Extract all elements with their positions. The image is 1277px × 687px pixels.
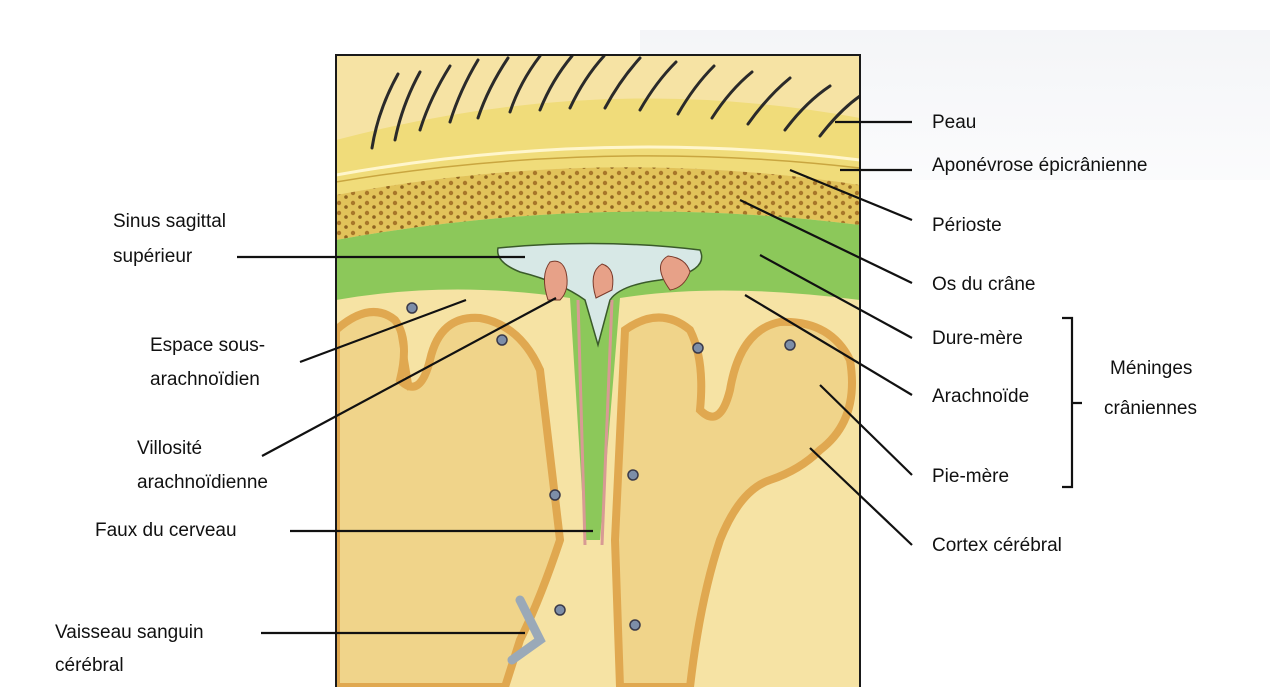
label-peau: Peau <box>932 111 976 134</box>
meninges-bracket <box>1062 318 1082 487</box>
label-meninges-1: Méninges <box>1110 357 1192 380</box>
label-arachnoide: Arachnoïde <box>932 385 1029 408</box>
arachnoid-villus <box>544 261 567 300</box>
label-vaisseau-1: Vaisseau sanguin <box>55 621 204 644</box>
label-villosite-2: arachnoïdienne <box>137 471 268 494</box>
label-pie-mere: Pie-mère <box>932 465 1009 488</box>
label-espace-1: Espace sous- <box>150 334 265 357</box>
label-villosite-1: Villosité <box>137 437 202 460</box>
label-aponevrose: Aponévrose épicrânienne <box>932 154 1148 177</box>
label-espace-2: arachnoïdien <box>150 368 260 391</box>
label-perioste: Périoste <box>932 214 1002 237</box>
label-vaisseau-2: cérébral <box>55 654 124 677</box>
label-os: Os du crâne <box>932 273 1036 296</box>
label-sinus-1: Sinus sagittal <box>113 210 226 233</box>
label-meninges-2: crâniennes <box>1104 397 1197 420</box>
label-faux: Faux du cerveau <box>95 519 237 542</box>
label-dure-mere: Dure-mère <box>932 327 1023 350</box>
label-cortex: Cortex cérébral <box>932 534 1062 557</box>
cortex-left <box>336 312 560 687</box>
label-sinus-2: supérieur <box>113 245 192 268</box>
